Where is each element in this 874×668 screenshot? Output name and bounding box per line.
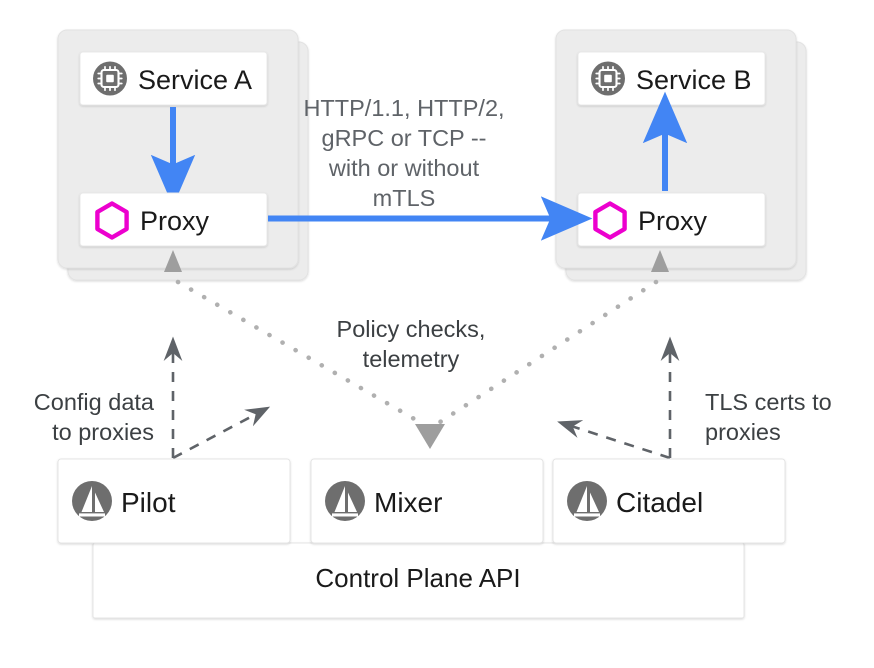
control-plane-component-mixer[interactable]: Mixer (310, 458, 544, 544)
pod-b: Service B Proxy (555, 29, 807, 281)
control-plane-api-label: Control Plane API (315, 563, 520, 593)
hexagon-icon (95, 201, 129, 240)
proxy-a-box[interactable]: Proxy (79, 192, 268, 247)
citadel-label: Citadel (616, 487, 703, 518)
istio-sail-icon (567, 481, 607, 521)
service-a-box-bg (79, 51, 268, 106)
dashed-citadel-diagonal (557, 420, 671, 460)
svg-text:to proxies: to proxies (52, 419, 154, 445)
dotted-mixer-arrowhead (415, 424, 445, 449)
telemetry-marker-proxy-a (164, 250, 182, 272)
pilot-box-bg (57, 458, 291, 544)
svg-text:with or without: with or without (328, 155, 480, 181)
telemetry-label: Policy checks, telemetry (337, 316, 486, 372)
dashed-pilot-diagonal (172, 406, 271, 460)
proxy-b-box[interactable]: Proxy (577, 192, 766, 247)
dotted-proxy-b-to-mixer (434, 279, 659, 427)
service-b-label: Service B (636, 65, 752, 95)
svg-text:Config data: Config data (34, 389, 155, 415)
protocol-label: HTTP/1.1, HTTP/2, gRPC or TCP -- with or… (303, 95, 504, 211)
pod-a: Service A Proxy (57, 29, 309, 281)
service-a-label: Service A (138, 65, 252, 95)
service-b-box[interactable]: Service B (577, 51, 766, 106)
microchip-icon (591, 61, 625, 96)
svg-text:mTLS: mTLS (373, 185, 436, 211)
svg-text:proxies: proxies (705, 419, 781, 445)
service-a-box[interactable]: Service A (79, 51, 268, 106)
tls-certs-label: TLS certs to proxies (705, 389, 832, 445)
dotted-proxy-a-to-mixer (175, 279, 426, 427)
microchip-icon (93, 61, 127, 96)
svg-text:Policy checks,: Policy checks, (337, 316, 486, 342)
config-data-label: Config data to proxies (34, 389, 155, 445)
svg-text:gRPC or TCP --: gRPC or TCP -- (322, 125, 487, 151)
proxy-a-label: Proxy (140, 206, 210, 236)
istio-sail-icon (325, 481, 365, 521)
mixer-label: Mixer (374, 487, 442, 518)
control-plane-component-citadel[interactable]: Citadel (552, 458, 786, 544)
citadel-box-bg (552, 458, 786, 544)
proxy-b-label: Proxy (638, 206, 708, 236)
telemetry-marker-proxy-b (651, 250, 669, 272)
proxy-a-box-bg (79, 192, 268, 247)
istio-sail-icon (72, 481, 112, 521)
control-plane-component-pilot[interactable]: Pilot (57, 458, 291, 544)
svg-text:TLS certs to: TLS certs to (705, 389, 832, 415)
mixer-box-bg (310, 458, 544, 544)
hexagon-icon (593, 201, 627, 240)
svg-text:HTTP/1.1, HTTP/2,: HTTP/1.1, HTTP/2, (303, 95, 504, 121)
pilot-label: Pilot (121, 487, 176, 518)
svg-text:telemetry: telemetry (363, 346, 460, 372)
